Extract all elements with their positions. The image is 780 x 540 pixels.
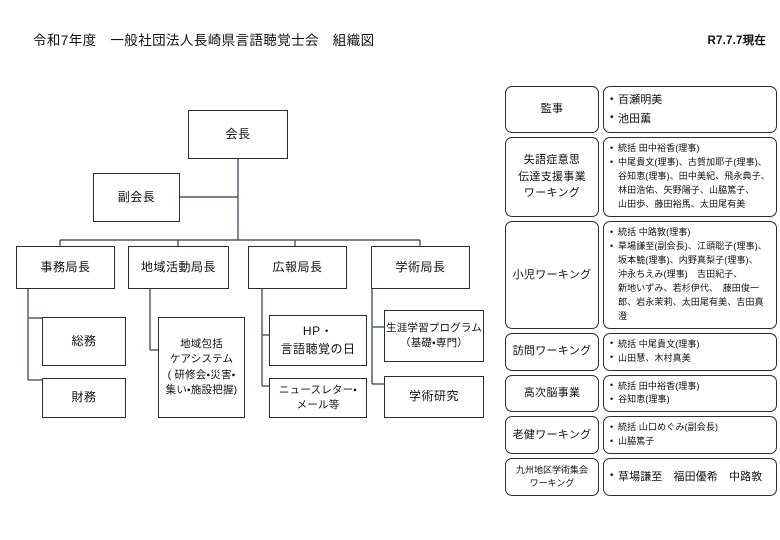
wg-label-line: 訪問ワーキング: [512, 345, 592, 358]
table-row: 老健ワーキング 統括 山口めぐみ(副会長) 山脇篤子: [505, 416, 777, 455]
org-node-label: ケアシステム: [169, 353, 234, 366]
wg-label-line: 高次脳事業: [523, 387, 581, 400]
list-item: 谷知恵(理事): [610, 393, 771, 407]
wg-label-line: 監事: [540, 103, 564, 116]
org-node-hp-st-day: HP・ 言語聴覚の日: [269, 315, 367, 366]
org-node-general-affairs: 総務: [42, 317, 126, 366]
org-node-label: 学術局長: [395, 259, 446, 274]
wg-label-line: 小児ワーキング: [512, 268, 592, 281]
wg-label-line: 九州地区学術集会: [515, 465, 588, 476]
org-node-community-care-system: 地域包括 ケアシステム ( 研修会・災害・ 集い・施設把握): [158, 317, 245, 418]
org-node-label: 学術研究: [408, 389, 459, 404]
org-node-academic-research: 学術研究: [384, 376, 484, 418]
org-node-label: メール等: [296, 399, 340, 411]
list-item: 草場謙至(副会長)、江頭聡子(理事)、坂本鮠(理事)、内野真梨子(理事)、 沖永…: [610, 240, 771, 324]
org-node-label: 言語聴覚の日: [280, 341, 356, 356]
wg-label-higher-brain: 高次脳事業: [505, 374, 599, 413]
org-node-lifelong-learning-program: 生涯学習プログラム （基礎・専門）: [384, 310, 484, 362]
list-item: 統括 山口めぐみ(副会長): [610, 421, 771, 435]
table-row: 監事 百瀬明美 池田薫: [505, 86, 777, 134]
wg-members-pediatric: 統括 中路敦(理事) 草場謙至(副会長)、江頭聡子(理事)、坂本鮠(理事)、内野…: [603, 221, 777, 329]
org-node-label: 地域活動局長: [140, 259, 216, 274]
org-node-label: 財務: [71, 390, 97, 405]
table-row: 九州地区学術集会 ワーキング 草場謙至 福田優希 中路敦: [505, 458, 777, 497]
page-title: 令和7年度 一般社団法人長崎県言語聴覚士会 組織図: [33, 33, 375, 48]
list-item: 山脇篤子: [610, 435, 771, 449]
table-row: 失語症意思 伝達支援事業 ワーキング 統括 田中裕香(理事) 中尾貴文(理事)、…: [505, 137, 777, 218]
wg-label-line: ワーキング: [529, 478, 575, 489]
org-node-label: 総務: [71, 333, 97, 348]
working-group-table: 監事 百瀬明美 池田薫 失語症意思 伝達支援事業 ワーキング 統括 田中裕香(理…: [505, 86, 777, 500]
list-item: 草場謙至 福田優希 中路敦: [610, 467, 771, 487]
list-item: 中尾貴文(理事)、古賀加耶子(理事)、谷知恵(理事)、田中美紀、飛永典子、林田浩…: [610, 156, 771, 212]
wg-label-geriatric-health: 老健ワーキング: [505, 416, 599, 455]
wg-members-auditor: 百瀬明美 池田薫: [603, 86, 777, 134]
org-node-newsletter: ニュースレター・ メール等: [269, 378, 367, 418]
table-row: 高次脳事業 統括 田中裕香(理事) 谷知恵(理事): [505, 374, 777, 413]
wg-members-kyushu-academic-meeting: 草場謙至 福田優希 中路敦: [603, 458, 777, 497]
org-node-label: 集い・施設把握): [165, 383, 238, 396]
table-row: 小児ワーキング 統括 中路敦(理事) 草場謙至(副会長)、江頭聡子(理事)、坂本…: [505, 221, 777, 329]
wg-members-home-visit: 統括 中尾貴文(理事) 山田慧、木村真美: [603, 332, 777, 371]
org-chart-connectors: [27, 159, 421, 387]
org-node-label: 会長: [225, 126, 251, 141]
list-item: 統括 中尾貴文(理事): [610, 337, 771, 352]
list-item: 池田薫: [610, 109, 771, 129]
org-node-finance: 財務: [42, 378, 126, 418]
wg-label-line: 失語症意思: [523, 154, 581, 167]
wg-label-home-visit: 訪問ワーキング: [505, 332, 599, 371]
list-item: 統括 中路敦(理事): [610, 226, 771, 240]
wg-label-pediatric: 小児ワーキング: [505, 221, 599, 329]
org-node-label: HP・: [302, 324, 334, 339]
wg-label-line: 老健ワーキング: [512, 429, 592, 442]
org-node-label: 地域包括: [180, 338, 223, 351]
org-node-academic-chief: 学術局長: [371, 246, 470, 289]
org-node-label: ( 研修会・災害・: [167, 368, 236, 381]
org-node-label: 生涯学習プログラム: [386, 321, 482, 334]
wg-label-line: ワーキング: [523, 187, 581, 200]
list-item: 統括 田中裕香(理事): [610, 142, 771, 156]
org-node-president: 会長: [188, 110, 288, 159]
wg-members-higher-brain: 統括 田中裕香(理事) 谷知恵(理事): [603, 374, 777, 413]
org-node-label: （基礎・専門）: [400, 337, 468, 349]
org-node-office-chief: 事務局長: [16, 246, 115, 289]
org-node-label: 副会長: [117, 189, 156, 204]
as-of-date: R7.7.7現在: [707, 35, 766, 47]
org-chart: 会長 副会長 事務局長 地域活動局長 広報局長 学術局長 総務 財務 地域包括 …: [16, 110, 484, 418]
wg-label-aphasia-support: 失語症意思 伝達支援事業 ワーキング: [505, 137, 599, 218]
list-item: 統括 田中裕香(理事): [610, 379, 771, 394]
wg-label-line: 伝達支援事業: [518, 170, 586, 183]
wg-members-aphasia-support: 統括 田中裕香(理事) 中尾貴文(理事)、古賀加耶子(理事)、谷知恵(理事)、田…: [603, 137, 777, 218]
org-node-regional-activity-chief: 地域活動局長: [128, 246, 229, 289]
wg-label-auditor: 監事: [505, 86, 599, 134]
table-row: 訪問ワーキング 統括 中尾貴文(理事) 山田慧、木村真美: [505, 332, 777, 371]
org-node-pr-chief: 広報局長: [248, 246, 347, 289]
list-item: 山田慧、木村真美: [610, 351, 771, 366]
wg-label-kyushu-academic-meeting: 九州地区学術集会 ワーキング: [505, 458, 599, 497]
wg-members-geriatric-health: 統括 山口めぐみ(副会長) 山脇篤子: [603, 416, 777, 455]
org-node-label: 事務局長: [40, 259, 91, 274]
org-node-vice-president: 副会長: [93, 173, 180, 222]
list-item: 百瀬明美: [610, 91, 771, 110]
org-node-label: ニュースレター・: [278, 383, 358, 396]
org-node-label: 広報局長: [272, 259, 323, 274]
